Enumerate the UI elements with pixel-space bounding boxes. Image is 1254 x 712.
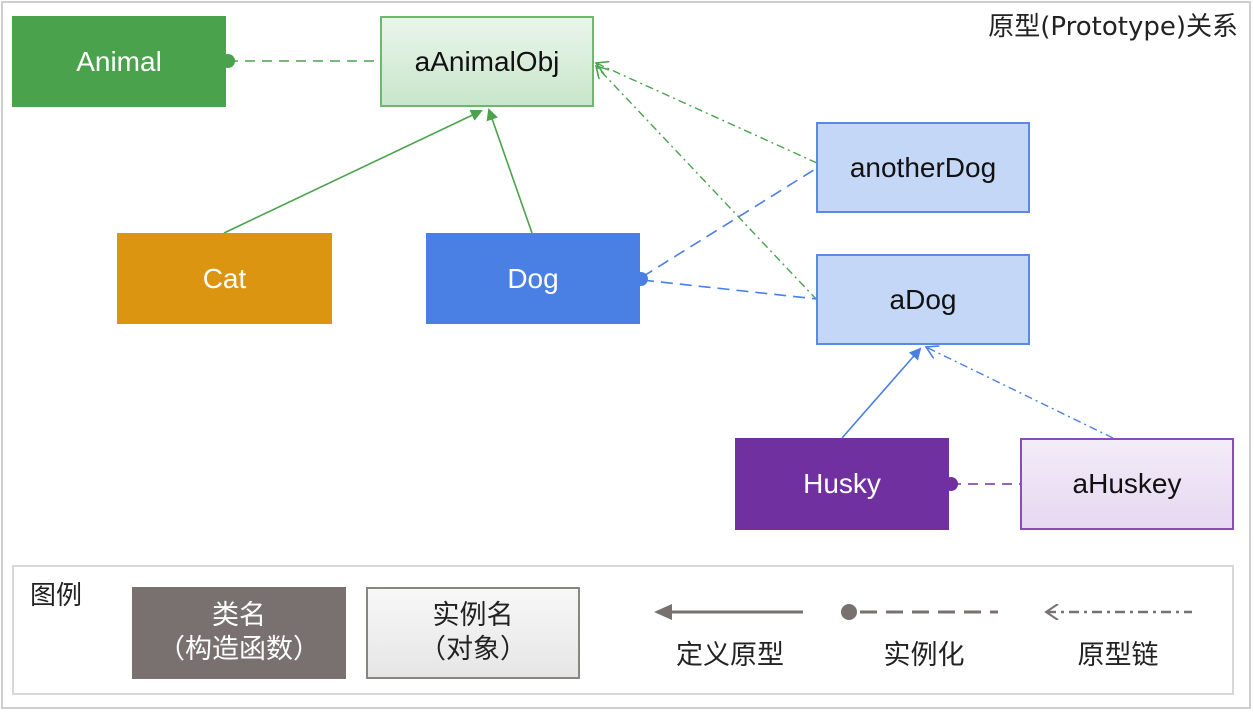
diagram-title: 原型(Prototype)关系 bbox=[988, 12, 1238, 42]
legend-class-box: 类名 （构造函数） bbox=[132, 587, 346, 679]
edge-dog-instantiates-adog bbox=[641, 279, 818, 300]
node-dog-class: Dog bbox=[426, 233, 640, 324]
edge-dog-instantiates-anotherdog bbox=[641, 167, 818, 278]
legend-prototype-chain-label: 原型链 bbox=[1077, 640, 1159, 671]
legend-define-prototype-arrowhead bbox=[654, 604, 672, 620]
edge-dog-defines-aanimalobj bbox=[486, 108, 533, 234]
legend-instantiate-dot bbox=[841, 604, 857, 620]
node-cat-class: Cat bbox=[117, 233, 332, 324]
edge-husky-defines-adog bbox=[841, 347, 922, 439]
node-aanimalobj-instance: aAnimalObj bbox=[380, 16, 594, 107]
edge-ahuskey-chain-adog bbox=[926, 347, 1114, 439]
legend-instance-box-line1: 实例名 bbox=[432, 600, 514, 632]
legend: 图例 类名 （构造函数） 实例名 （对象） 定义原型 实例化 原型链 bbox=[12, 565, 1234, 695]
legend-class-box-line2: （构造函数） bbox=[158, 634, 320, 665]
legend-class-box-line1: 类名 bbox=[212, 600, 266, 632]
node-ahuskey-instance: aHuskey bbox=[1020, 438, 1234, 530]
node-adog-instance: aDog bbox=[816, 254, 1030, 345]
legend-instance-box-line2: （对象） bbox=[419, 634, 527, 665]
legend-define-prototype-label: 定义原型 bbox=[676, 640, 784, 671]
node-anotherdog-instance: anotherDog bbox=[816, 122, 1030, 213]
legend-instantiate-label: 实例化 bbox=[883, 640, 965, 671]
edge-anotherdog-chain-aanimalobj bbox=[596, 63, 818, 164]
node-animal-class: Animal bbox=[12, 16, 226, 107]
legend-instance-box: 实例名 （对象） bbox=[366, 587, 580, 679]
legend-title: 图例 bbox=[30, 581, 83, 611]
edge-cat-defines-aanimalobj bbox=[223, 109, 483, 234]
node-husky-class: Husky bbox=[735, 438, 949, 530]
